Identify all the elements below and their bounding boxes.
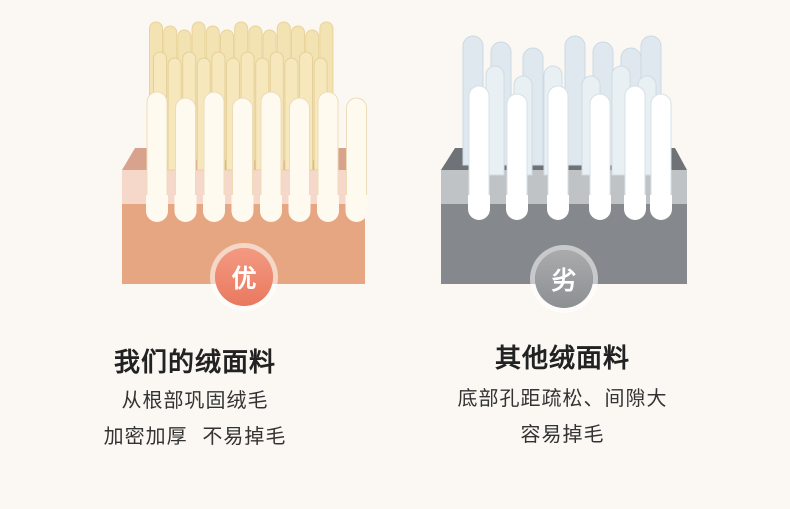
fiber-root xyxy=(468,195,490,220)
fiber-strand xyxy=(346,97,367,213)
fiber-root xyxy=(260,195,282,222)
fiber-front-row xyxy=(146,91,368,222)
fiber-root xyxy=(288,195,311,222)
comparison-panel-ours: 优 我们的绒面料 从根部巩固绒毛 加密加厚 不易掉毛 xyxy=(45,21,368,454)
fiber-strand xyxy=(468,85,490,211)
fiber-root xyxy=(624,195,646,220)
fiber-strand xyxy=(506,93,528,211)
fiber-root xyxy=(650,195,672,220)
bad-badge: 劣 xyxy=(535,250,593,308)
fiber-strand xyxy=(260,91,282,213)
sparse-fiber-illustration xyxy=(441,35,687,284)
fiber-strand xyxy=(146,91,168,213)
fiber-strand xyxy=(564,35,586,166)
fiber-root xyxy=(317,195,339,222)
fiber-strand xyxy=(547,85,569,211)
ours-desc-line2: 加密加厚 不易掉毛 xyxy=(103,424,287,448)
others-description: 底部孔距疏松、间隙大 容易掉毛 xyxy=(395,380,730,452)
fiber-strand xyxy=(624,85,646,211)
fiber-root xyxy=(506,195,528,220)
fiber-root xyxy=(547,195,569,220)
ours-desc-line1: 从根部巩固绒毛 xyxy=(121,388,269,412)
fiber-strand xyxy=(650,93,672,211)
fiber-root xyxy=(589,195,611,220)
comparison-panel-others: 劣 其他绒面料 底部孔距疏松、间隙大 容易掉毛 xyxy=(395,0,790,509)
fiber-strand xyxy=(589,93,611,211)
fiber-root xyxy=(203,195,225,222)
fiber-strand xyxy=(317,91,339,213)
fiber-strand xyxy=(175,97,196,213)
others-desc-line1: 底部孔距疏松、间隙大 xyxy=(457,386,668,410)
dense-fiber-illustration xyxy=(122,21,368,284)
fiber-root xyxy=(174,195,197,222)
fiber-strand xyxy=(485,65,505,176)
others-desc-line2: 容易掉毛 xyxy=(520,422,605,446)
good-badge: 优 xyxy=(215,248,273,306)
ours-description: 从根部巩固绒毛 加密加厚 不易掉毛 xyxy=(45,382,345,454)
fiber-root xyxy=(231,195,254,222)
fiber-root xyxy=(146,195,168,222)
fiber-strand xyxy=(203,91,225,213)
fiber-strand xyxy=(289,97,310,213)
fiber-front-row xyxy=(468,85,672,220)
fiber-strand xyxy=(232,97,253,213)
fiber-root xyxy=(345,195,368,222)
others-title: 其他绒面料 xyxy=(494,344,630,374)
ours-title: 我们的绒面料 xyxy=(113,348,276,378)
